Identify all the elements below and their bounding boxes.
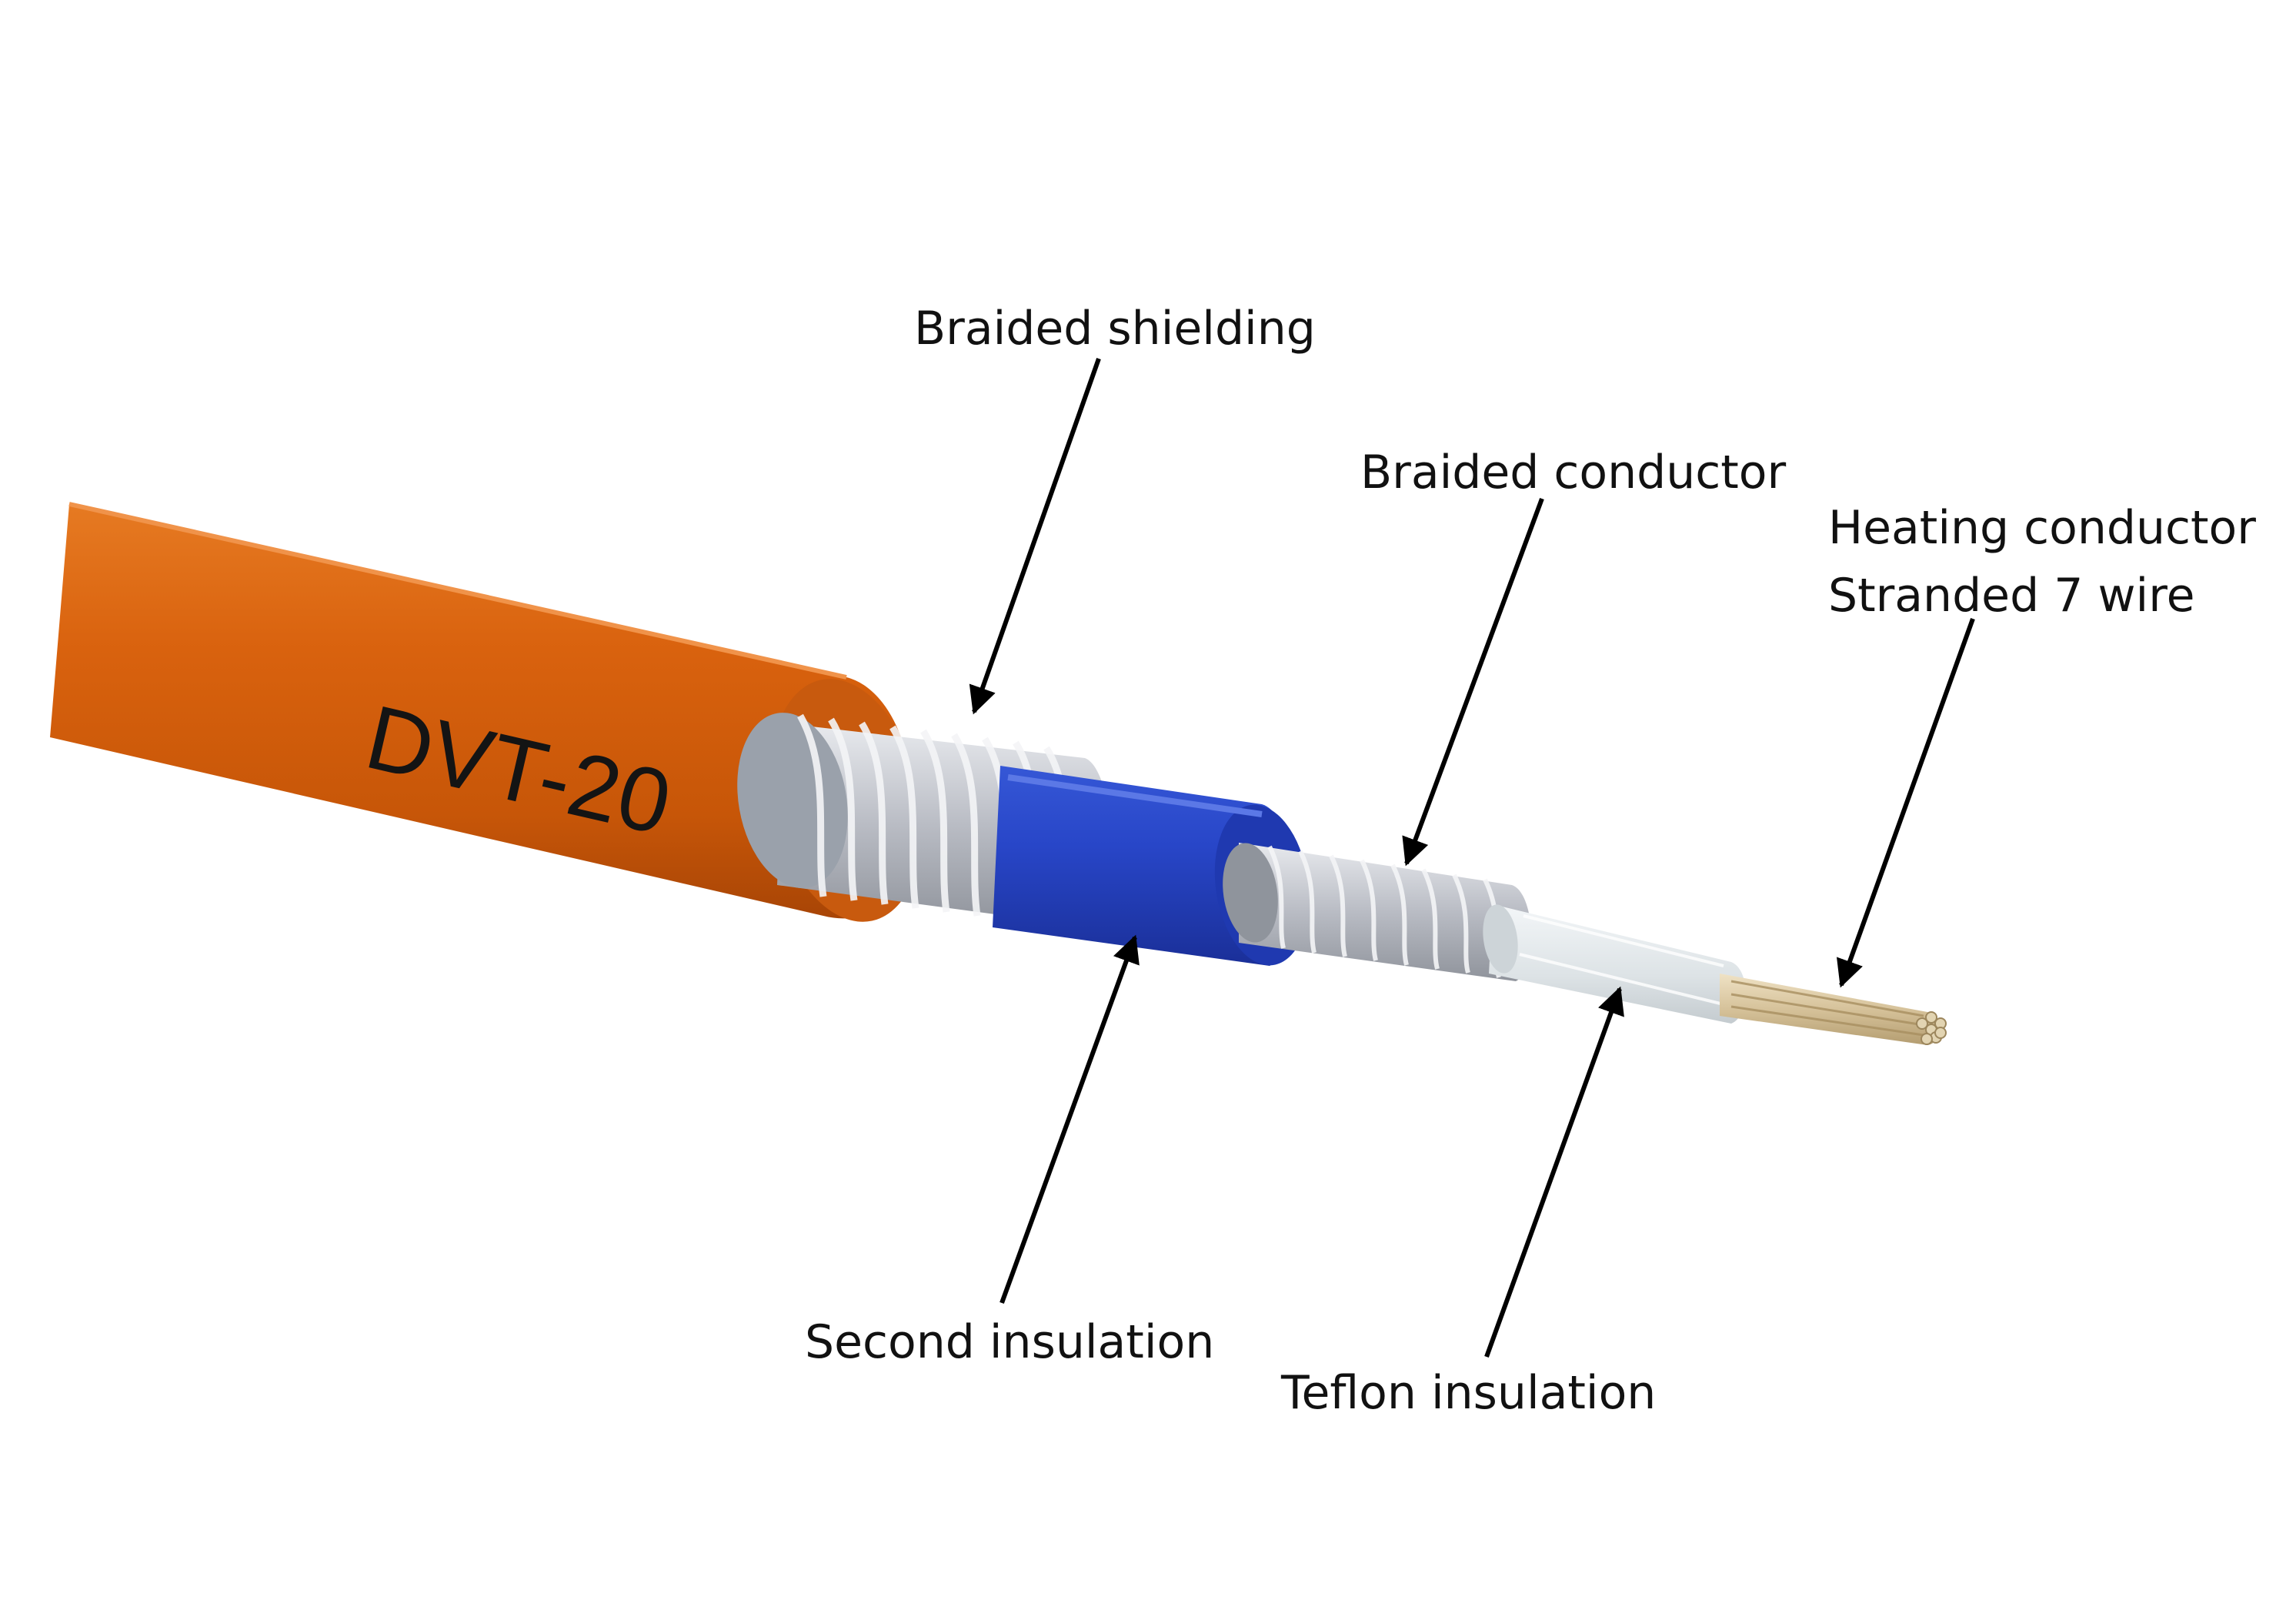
label-second-insulation: Second insulation [805,1315,1214,1369]
arrow-second-insulation [999,934,1140,1304]
braided-conductor [1223,843,1532,981]
arrow-teflon-insulation [1484,986,1624,1358]
arrow-braided-shielding [969,358,1101,715]
label-heating-conductor-line1: Heating conductor [1828,501,2256,555]
label-teflon-insulation: Teflon insulation [1280,1366,1656,1420]
arrow-heating-conductor [1837,617,1975,988]
label-heating-conductor-line2: Stranded 7 wire [1828,569,2194,623]
arrow-braided-conductor [1402,497,1544,867]
heating-conductor [1720,974,1947,1045]
teflon-insulation [1483,904,1746,1024]
conductor-strand-ends [1916,1011,1947,1045]
label-braided-shielding: Braided shielding [914,302,1316,356]
label-braided-conductor: Braided conductor [1360,446,1786,499]
